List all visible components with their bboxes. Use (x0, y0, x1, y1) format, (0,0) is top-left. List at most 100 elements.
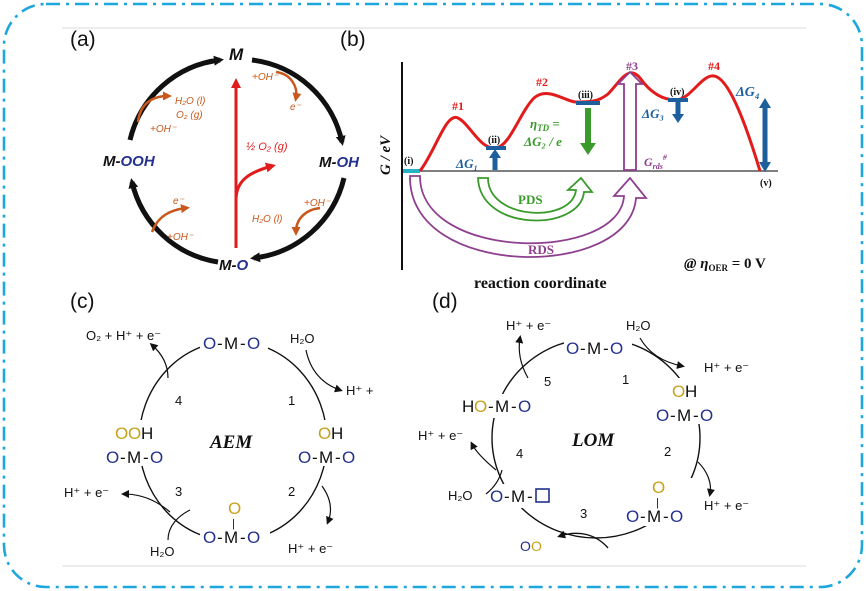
top-left-h2o: H₂O (l) (175, 96, 205, 107)
aem-h-plus-top: H⁺ + (346, 383, 373, 398)
lom-o2-right: O (531, 538, 542, 554)
lom-br-bg (624, 478, 694, 526)
aem-right-dash1: - (312, 448, 318, 467)
panel-b: (b) G / eV reaction coordinate (i) (ii) … (340, 28, 778, 292)
top-left-o2: O₂ (g) (176, 110, 203, 121)
state-label-i: (i) (404, 156, 413, 167)
lom-br-bond: | (656, 497, 659, 509)
cycle-arc-moh-to-mo (250, 177, 347, 263)
lom-bl-m: M (511, 487, 525, 506)
orange-arrow-top-right (275, 70, 302, 102)
lom-br-o2: O (670, 507, 683, 526)
grds-superscript: # (662, 153, 668, 162)
aem-top-dash1: - (217, 334, 223, 353)
ts-label-1: #1 (452, 99, 464, 113)
aem-arrow-right-out (321, 485, 334, 525)
orange-arrow-top-left (136, 91, 172, 123)
panel-c-label: (c) (70, 290, 95, 313)
cycle-arc-mo-to-moooh (128, 178, 219, 265)
node-m-oh: M-OH (319, 154, 360, 171)
node-m-ooh: M-OOH (103, 153, 156, 170)
lom-left-bg (460, 394, 546, 418)
aem-top-o1: O (203, 334, 216, 353)
node-m-o-x: O (237, 257, 249, 274)
ts-label-2: #2 (536, 75, 548, 89)
aem-bottom-o1: O (203, 528, 216, 547)
aem-h2o-bottom: H₂O (150, 544, 175, 559)
condition-label: @ ηOER = 0 V (684, 256, 766, 273)
grds-symbol: G (644, 155, 653, 169)
lom-left-m: M (495, 397, 509, 416)
rds-arrow (409, 175, 648, 258)
energy-profile (418, 71, 762, 172)
state-label-iv: (iv) (670, 87, 684, 98)
ts-label-4: #4 (708, 59, 720, 73)
lom-right-dash1: - (670, 406, 676, 425)
dg4-label: ΔG₄ (735, 85, 760, 100)
aem-bottom-m: M (224, 528, 238, 547)
center-o2-label: ½ O₂ (g) (246, 141, 288, 153)
aem-right-m: M (319, 448, 333, 467)
lom-h-plus-left: H⁺ + e⁻ (418, 428, 463, 443)
aem-right-h: H (331, 424, 343, 443)
top-right-oh: +OH⁻ (252, 72, 279, 83)
lom-br-m: M (647, 507, 661, 526)
aem-top-o2: O (247, 334, 260, 353)
aem-left-dash1: - (120, 448, 126, 467)
aem-left-o2: O (150, 448, 163, 467)
aem-right-bg (296, 420, 366, 466)
panel-b-label: (b) (340, 28, 366, 51)
lom-br-dash2: - (663, 507, 669, 526)
bottom-left-e: e⁻ (173, 196, 185, 207)
aem-arrow-left-out (121, 490, 171, 513)
top-left-oh: +OH⁻ (150, 124, 177, 135)
lom-left-o: O (518, 397, 531, 416)
aem-node-top: O - M - O (200, 331, 268, 353)
aem-center-label: AEM (209, 432, 253, 453)
lom-node-top: O - M - O (564, 336, 632, 358)
lom-node-left: H O - M - O (460, 394, 546, 418)
aem-node-left: O O H O - M - O (104, 420, 174, 467)
aem-right-o1: O (298, 448, 311, 467)
lom-node-bottom-right: O | O - M - O (624, 478, 694, 526)
aem-left-m: M (127, 448, 141, 467)
node-m-oh-x: OH (337, 154, 361, 171)
dg4-arrow-head-bottom (759, 162, 771, 172)
lom-center-label: LOM (571, 430, 615, 451)
lom-h-plus-right: H⁺ + e⁻ (704, 360, 749, 375)
lom-bl-dash2: - (527, 487, 533, 506)
node-m: M (229, 45, 244, 64)
lom-br-o1: O (626, 507, 639, 526)
lom-step-1: 1 (622, 372, 629, 387)
lom-left-dash1: - (488, 397, 494, 416)
grds-subscript: rds (653, 162, 663, 171)
pds-arrow (477, 176, 594, 222)
grds-label: Grds# (644, 153, 668, 171)
aem-arrow-o2 (149, 343, 169, 379)
lom-right-h: H (685, 382, 697, 401)
aem-h-plus-left: H⁺ + e⁻ (64, 485, 109, 500)
lom-arrow-top-left (515, 335, 529, 379)
dg3-arrow-head (672, 114, 684, 123)
lom-bl-dash1: - (504, 487, 510, 506)
aem-o2-release: O₂ + H⁺ + e⁻ (86, 328, 161, 343)
lom-top-bg (564, 336, 632, 358)
cycle-arc-m-to-moh (251, 57, 346, 146)
lom-h2o-bottom-left: H₂O (448, 488, 473, 503)
lom-top-m: M (587, 339, 601, 358)
aem-right-o-ads: O (318, 424, 331, 443)
orange-arrow-right (291, 206, 321, 236)
lom-arrow-right (697, 461, 715, 497)
red-curve-arrow (234, 162, 276, 201)
aem-left-o1: O (106, 448, 119, 467)
lom-step-3: 3 (580, 506, 587, 521)
eta-green-arrow-head (580, 143, 596, 155)
aem-step-1: 1 (288, 393, 295, 408)
panel-a: (a) ½ O₂ (g) M M-OH M-O M-OOH +OH⁻ e⁻ +O… (70, 28, 360, 274)
top-right-e: e⁻ (290, 102, 302, 113)
lom-arrow-h2o-bottom (485, 469, 503, 495)
dg3-label: ΔG₃ (641, 106, 664, 121)
node-m-ooh-x: OOH (121, 153, 156, 170)
panel-c: (c) AEM O - M - O O H O - M - O O | O (64, 290, 373, 559)
